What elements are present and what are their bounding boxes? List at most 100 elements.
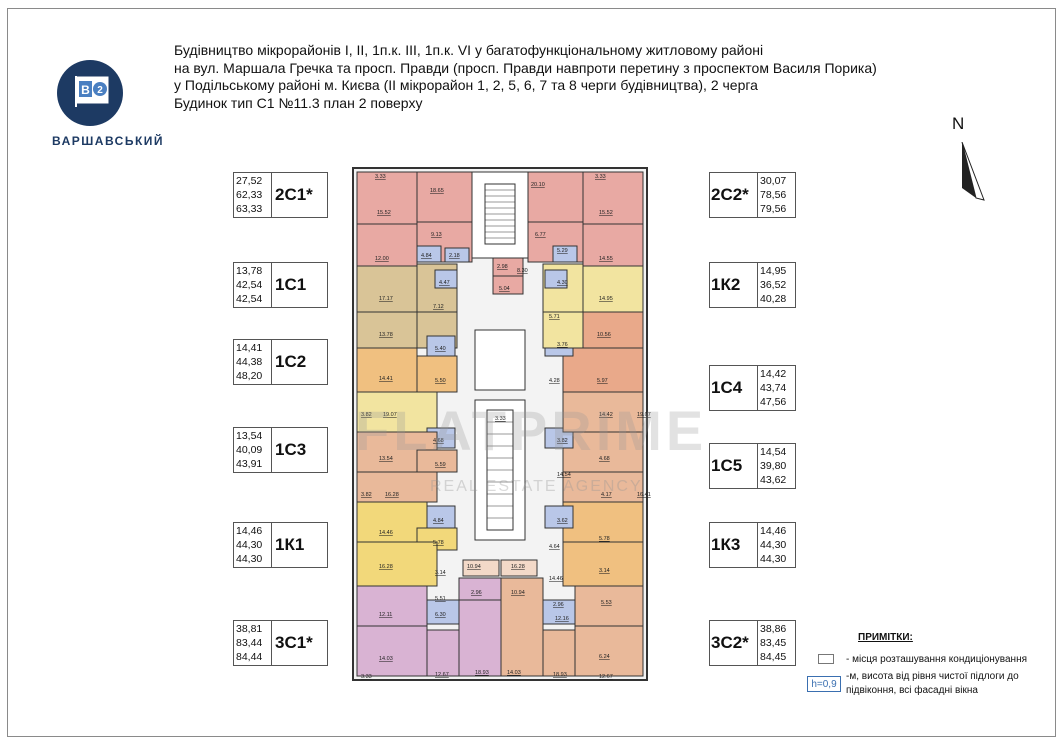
room-area-label: 7.12 xyxy=(433,304,444,310)
apartment-type-label: 1С4 xyxy=(711,378,743,397)
note-ac: - місця розташування кондиціонування xyxy=(846,654,1028,665)
area-value: 63,33 xyxy=(236,203,263,215)
room-area-label: 19.07 xyxy=(637,412,651,418)
room-area-label: 20.10 xyxy=(531,182,545,188)
area-value: 48,20 xyxy=(236,370,263,382)
room xyxy=(562,471,644,503)
area-value: 84,44 xyxy=(236,651,263,663)
room-area-label: 14.41 xyxy=(379,376,393,382)
area-value: 14,54 xyxy=(760,446,787,458)
room-area-label: 3.14 xyxy=(435,570,446,576)
logo-letter: B xyxy=(81,83,90,97)
stair-core xyxy=(471,171,529,259)
room xyxy=(356,311,418,349)
room-area-label: 16.41 xyxy=(637,492,651,498)
room-area-label: 19.07 xyxy=(383,412,397,418)
bathroom xyxy=(416,245,442,263)
room-area-label: 14.54 xyxy=(557,472,571,478)
logo-number: 2 xyxy=(97,85,103,96)
bathroom xyxy=(542,599,579,625)
room xyxy=(356,585,428,627)
room-area-label: 18.65 xyxy=(430,188,444,194)
room-area-label: 12.16 xyxy=(555,616,569,622)
room-area-label: 14.03 xyxy=(379,656,393,662)
area-value: 13,54 xyxy=(236,430,263,442)
room xyxy=(574,585,644,627)
area-value: 83,45 xyxy=(760,637,787,649)
room-area-label: 16.28 xyxy=(379,564,393,570)
bathroom xyxy=(544,427,574,449)
room xyxy=(356,265,418,313)
area-value: 38,81 xyxy=(236,623,263,635)
area-value: 83,44 xyxy=(236,637,263,649)
room-area-label: 12.00 xyxy=(375,256,389,262)
room xyxy=(562,347,644,393)
room-area-label: 4.47 xyxy=(439,280,450,286)
room xyxy=(356,171,418,225)
area-value: 13,78 xyxy=(236,265,263,277)
apartment-stats: 14,54 39,80 43,62 xyxy=(757,443,796,489)
bathroom xyxy=(434,269,458,289)
room xyxy=(582,171,644,225)
room xyxy=(562,501,644,543)
room-area-label: 9.13 xyxy=(431,232,442,238)
room xyxy=(356,223,418,267)
apartment-type-box xyxy=(709,443,766,489)
apartment-type-box xyxy=(271,172,328,218)
note-height: -м, висота від рівня чистої підлоги до п… xyxy=(846,671,1019,696)
room-area-label: 3.82 xyxy=(361,492,372,498)
area-value: 44,30 xyxy=(236,539,263,551)
page-title: Будівництво мікрорайонів І, ІІ, 1п.к. ІІ… xyxy=(174,42,877,112)
room-area-label: 10.56 xyxy=(597,332,611,338)
apartment-type-label: 1К3 xyxy=(711,535,741,554)
area-value: 40,28 xyxy=(760,293,787,305)
room-area-label: 5.40 xyxy=(435,346,446,352)
room-area-label: 14.46 xyxy=(379,530,393,536)
room-area-label: 6.24 xyxy=(599,654,610,660)
area-value: 47,56 xyxy=(760,396,787,408)
room-area-label: 6.30 xyxy=(435,612,446,618)
area-value: 43,62 xyxy=(760,474,787,486)
title-line-4: Будинок тип С1 №11.3 план 2 поверху xyxy=(174,94,423,111)
elevator-core xyxy=(474,329,526,391)
notes-title: ПРИМІТКИ: xyxy=(858,632,913,643)
apartment-type-box xyxy=(271,427,328,473)
room-area-label: 12.67 xyxy=(599,674,613,680)
room-area-label: 4.68 xyxy=(599,456,610,462)
area-value: 14,41 xyxy=(236,342,263,354)
room-area-label: 5.78 xyxy=(433,540,444,546)
area-value: 30,07 xyxy=(760,175,787,187)
room xyxy=(462,559,500,577)
room-area-label: 5.50 xyxy=(435,378,446,384)
room xyxy=(416,449,458,473)
room xyxy=(582,265,644,313)
room xyxy=(582,311,644,349)
room xyxy=(574,625,644,677)
apartment-type-label: 2С1* xyxy=(275,185,313,204)
room-area-label: 16.28 xyxy=(385,492,399,498)
area-value: 43,74 xyxy=(760,382,787,394)
north-arrow-icon xyxy=(961,142,985,201)
area-value: 14,46 xyxy=(236,525,263,537)
area-value: 36,52 xyxy=(760,279,787,291)
room-area-label: 2.98 xyxy=(497,264,508,270)
area-value: 42,54 xyxy=(236,293,263,305)
apartment-type-label: 1К2 xyxy=(711,275,741,294)
area-value: 79,56 xyxy=(760,203,787,215)
room-area-label: 5.53 xyxy=(601,600,612,606)
title-line-3: у Подільському районі м. Києва (ІІ мікро… xyxy=(174,77,758,93)
room-area-label: 3.82 xyxy=(361,412,372,418)
area-value: 39,80 xyxy=(760,460,787,472)
room-area-label: 3.33 xyxy=(375,174,386,180)
area-value: 14,95 xyxy=(760,265,787,277)
room-area-label: 5.59 xyxy=(435,462,446,468)
apartment-type-label: 3С1* xyxy=(275,633,313,652)
page-frame xyxy=(7,8,1056,737)
room-area-label: 5.71 xyxy=(549,314,560,320)
